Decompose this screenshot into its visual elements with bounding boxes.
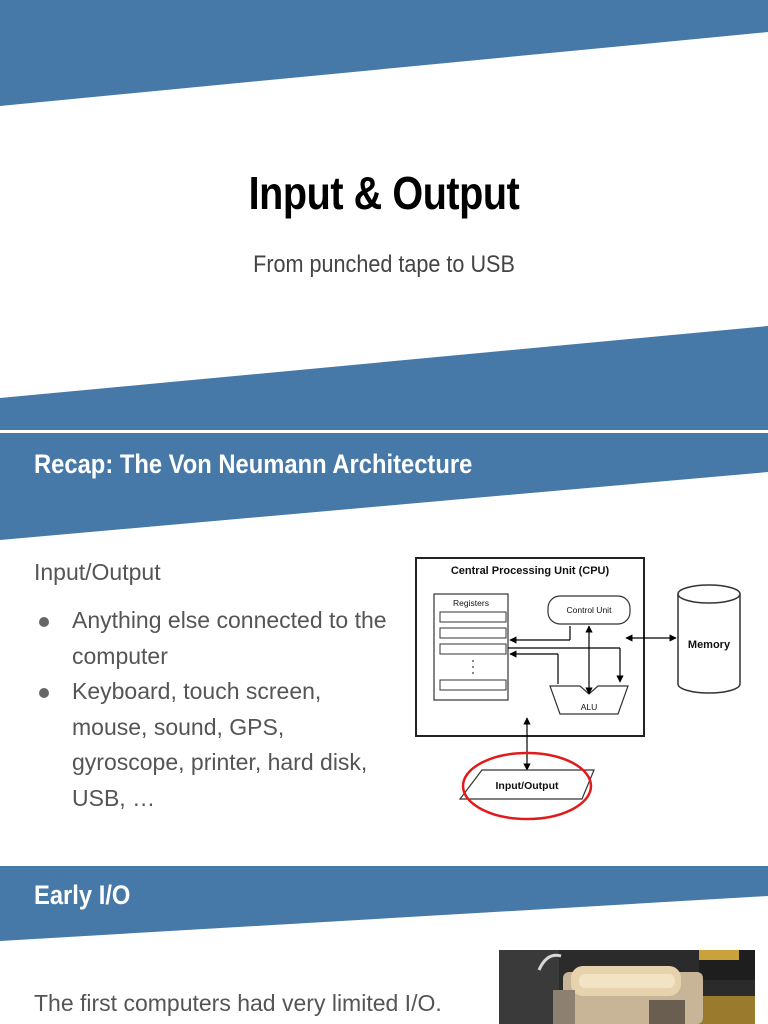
control-unit-label: Control Unit [567, 605, 613, 615]
register-cell [439, 611, 507, 623]
io-label: Input/Output [496, 780, 559, 792]
early-io-photo [499, 950, 755, 1024]
slide-heading: Early I/O [34, 880, 131, 910]
control-unit-box [547, 595, 631, 625]
section-label: Input/Output [34, 559, 161, 585]
io-shape [458, 769, 595, 800]
top-blue-band [0, 0, 768, 430]
bullet-icon [39, 617, 49, 627]
title-slide: Input & Output From punched tape to USB [0, 0, 768, 430]
slide-title: Input & Output [248, 167, 520, 219]
cpu-label: Central Processing Unit (CPU) [451, 565, 610, 577]
list-item: Anything else connected to the computer [34, 603, 394, 674]
memory-cylinder [677, 594, 741, 694]
slide-body-text: The first computers had very limited I/O… [34, 990, 442, 1016]
memory-label: Memory [688, 639, 731, 651]
alu-shape [549, 685, 629, 715]
list-item: Keyboard, touch screen, mouse, sound, GP… [34, 674, 394, 816]
von-neumann-diagram: Central Processing Unit (CPU) Registers … [415, 557, 741, 821]
ellipsis-dot [472, 666, 474, 668]
ellipsis-dot [472, 672, 474, 674]
register-cell [439, 627, 507, 639]
slide-divider [0, 430, 768, 433]
ellipsis-dot [472, 660, 474, 662]
heading-blue-band [0, 866, 768, 941]
bullet-icon [39, 688, 49, 698]
memory-cylinder-top [677, 584, 741, 604]
slide-divider [0, 861, 768, 866]
bullet-list: Anything else connected to the computer … [34, 603, 394, 816]
teletype-image [499, 950, 755, 1024]
registers-label: Registers [453, 598, 489, 608]
register-cell [439, 679, 507, 691]
heading-blue-band [0, 433, 768, 540]
alu-label: ALU [581, 702, 598, 712]
slide-heading: Recap: The Von Neumann Architecture [34, 449, 473, 479]
slide-subtitle: From punched tape to USB [253, 251, 515, 278]
register-cell [439, 643, 507, 655]
io-highlight-circle [461, 751, 593, 821]
